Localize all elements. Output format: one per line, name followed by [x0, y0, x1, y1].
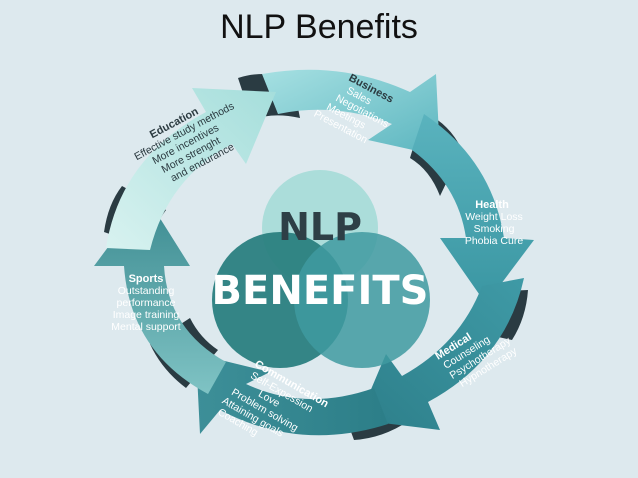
education-arrow [106, 88, 276, 250]
center-top-word: NLP [278, 205, 362, 249]
sports-heading: Sports [129, 273, 164, 285]
health-item: Phobia Cure [465, 235, 524, 247]
circle-right [294, 232, 430, 368]
sports-label: Sports Outstanding performance Image tra… [111, 273, 181, 333]
health-heading: Health [475, 199, 509, 211]
sports-item: Outstanding [118, 285, 175, 297]
sports-item: Mental support [111, 321, 181, 333]
health-item: Smoking [474, 223, 515, 235]
center-bottom-word: BENEFITS [212, 268, 429, 314]
sports-item: performance [117, 297, 176, 309]
sports-item: Image training [113, 309, 180, 321]
business-arrow [262, 69, 440, 156]
health-label: Health Weight Loss Smoking Phobia Cure [465, 199, 524, 247]
page-title: NLP Benefits [220, 8, 418, 46]
health-arrow [412, 114, 534, 304]
communication-arrow [196, 354, 388, 436]
health-item: Weight Loss [465, 211, 523, 223]
medical-arrow [358, 278, 524, 430]
